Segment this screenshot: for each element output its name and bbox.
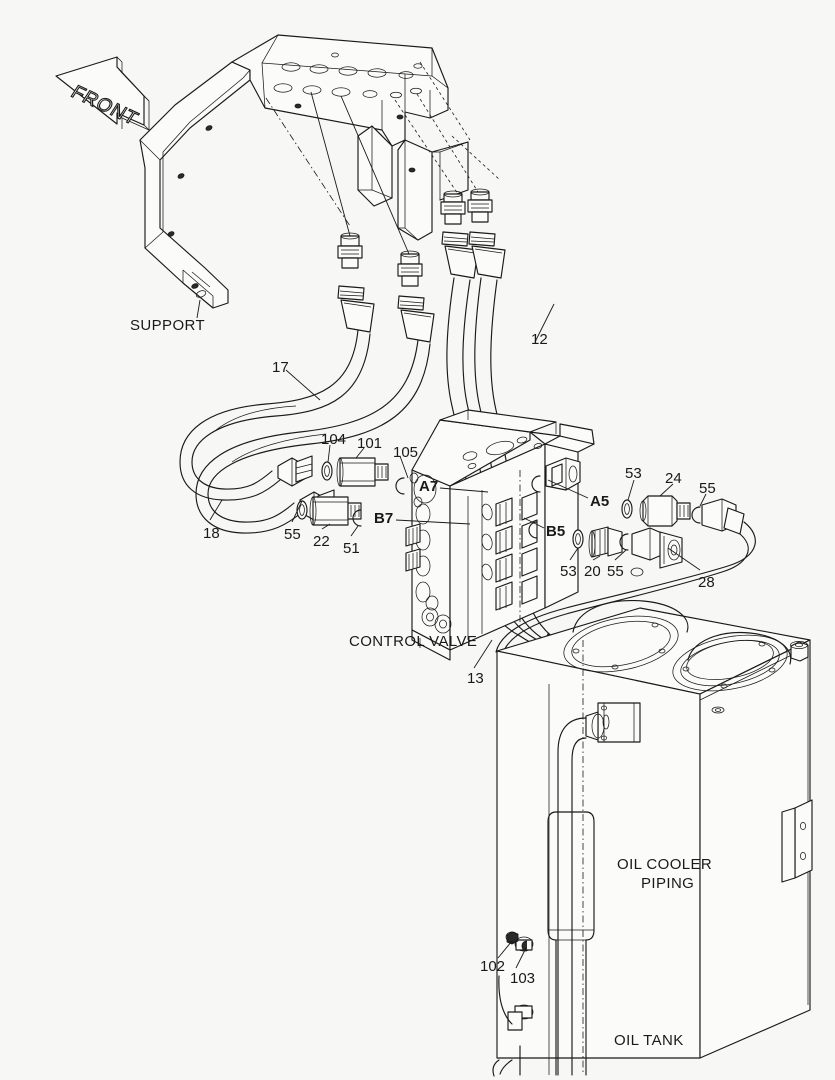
oil-cooler-piping-line2: PIPING [641,875,695,892]
hose-fitting-group-upper [337,188,506,343]
part-number-104: 104 [321,431,347,448]
oil-tank-caption: OIL TANK [614,1032,684,1049]
control-valve-body [405,409,595,661]
part-51-clip [352,509,362,527]
part-number-55-right: 55 [699,480,716,497]
hose-17 [179,329,371,501]
part-102-bolt [505,931,519,945]
part-28-elbow-right [701,498,745,535]
part-number-53-upper: 53 [625,465,642,482]
part-20-adapter [588,526,623,558]
part-number-101: 101 [357,435,383,452]
part-104-oring [321,461,333,481]
part-number-17: 17 [272,359,289,376]
tank-front-fittings [492,931,534,1077]
part-number-12: 12 [531,331,548,348]
port-label-a7: A7 [419,478,439,495]
oil-cooler-piping [547,702,641,1076]
part-101-adapter [336,457,389,487]
part-105-clip [395,477,405,495]
tank-port-right [672,631,792,692]
port-label-a5: A5 [590,493,610,510]
part-number-22: 22 [313,533,330,550]
plate-leader-lines [265,61,501,255]
part-103-clip [521,940,528,952]
oil-cooler-piping-line1: OIL COOLER [617,856,713,873]
part-leader-lines [196,299,707,669]
tank-port-left [563,599,689,673]
hose-18 [195,339,431,534]
part-55-clip-right [691,506,701,524]
part-53-oring-lower [572,529,584,549]
control-valve-caption: CONTROL VALVE [349,633,478,650]
part-55-oring-left [296,500,308,520]
part-number-18: 18 [203,525,220,542]
hose-end-fitting-a7 [277,455,313,487]
part-number-53-lower: 53 [560,563,577,580]
part-22-adapter [309,496,362,526]
part-number-102: 102 [480,958,506,975]
part-number-51: 51 [343,540,360,557]
part-number-55-lower: 55 [607,563,624,580]
oil-tank [496,599,813,1075]
part-24-adapter [639,495,691,527]
tank-side-bracket [781,799,813,883]
part-number-28: 28 [698,574,715,591]
port-label-b5: B5 [546,523,566,540]
support-caption: SUPPORT [130,317,206,334]
part-number-105: 105 [393,444,419,461]
part-53-oring-upper [621,499,633,519]
part-number-13: 13 [467,670,484,687]
part-number-55-left: 55 [284,526,301,543]
part-55-clip-lower [619,533,629,551]
part-number-24: 24 [665,470,682,487]
top-mount-plate [231,34,469,241]
part-number-20: 20 [584,563,601,580]
port-label-b7: B7 [374,510,394,527]
front-arrow-graphic [55,56,150,131]
part-number-103: 103 [510,970,536,987]
hose-28-run [495,521,756,657]
a5-port-fitting [545,457,581,491]
